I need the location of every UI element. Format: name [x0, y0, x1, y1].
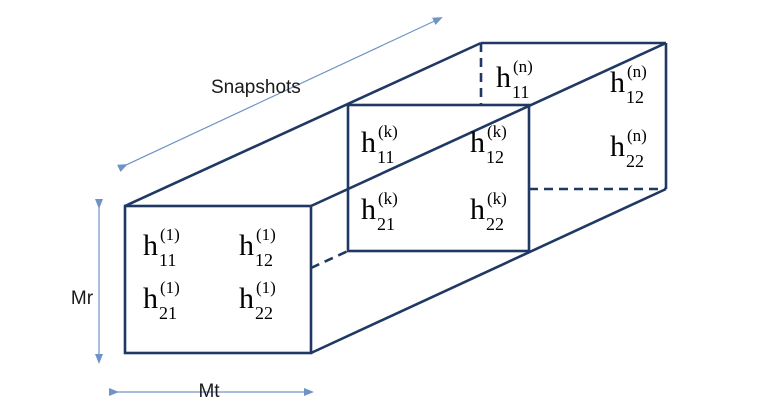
snapshots-arrow — [117, 17, 443, 173]
hidden-bottom-left-edge — [310, 249, 349, 270]
svg-text:21: 21 — [159, 303, 177, 323]
svg-text:h: h — [470, 193, 485, 226]
svg-text:(k): (k) — [487, 122, 507, 141]
svg-text:12: 12 — [486, 147, 504, 167]
middle-slice — [346, 103, 531, 253]
svg-text:h: h — [143, 282, 158, 315]
svg-text:h: h — [610, 130, 625, 163]
svg-text:(k): (k) — [487, 189, 507, 208]
entry-h11-k: h 11 (k) — [361, 122, 398, 167]
svg-text:11: 11 — [377, 147, 394, 167]
svg-text:(1): (1) — [160, 278, 180, 297]
svg-text:11: 11 — [512, 82, 529, 102]
entry-h21-k: h 21 (k) — [361, 189, 398, 234]
svg-text:(n): (n) — [627, 62, 647, 81]
svg-text:(n): (n) — [513, 57, 533, 76]
entry-h22-1: h 22 (1) — [239, 278, 276, 323]
svg-text:h: h — [239, 282, 254, 315]
entry-h22-n: h 22 (n) — [610, 126, 647, 171]
mt-label: Mt — [198, 381, 220, 402]
snapshots-label: Snapshots — [211, 77, 301, 98]
svg-text:(1): (1) — [160, 225, 180, 244]
svg-text:h: h — [361, 126, 376, 159]
bottom-right-edge — [310, 187, 667, 355]
front-face — [123, 204, 313, 355]
top-left-edge — [124, 41, 482, 208]
entry-h11-1: h 11 (1) — [143, 225, 180, 270]
entry-h22-k: h 22 (k) — [470, 189, 507, 234]
entry-h11-n: h 11 (n) — [496, 57, 533, 102]
svg-text:22: 22 — [486, 214, 504, 234]
svg-text:12: 12 — [626, 87, 644, 107]
svg-text:h: h — [470, 126, 485, 159]
svg-text:21: 21 — [377, 214, 395, 234]
svg-text:22: 22 — [626, 151, 644, 171]
svg-text:(k): (k) — [378, 189, 398, 208]
entry-h12-k: h 12 (k) — [470, 122, 507, 167]
svg-text:11: 11 — [159, 250, 176, 270]
svg-text:(k): (k) — [378, 122, 398, 141]
entry-h12-1: h 12 (1) — [239, 225, 276, 270]
svg-text:(1): (1) — [256, 278, 276, 297]
svg-text:h: h — [496, 61, 511, 94]
svg-text:22: 22 — [255, 303, 273, 323]
svg-text:(n): (n) — [627, 126, 647, 145]
svg-text:12: 12 — [255, 250, 273, 270]
svg-text:h: h — [239, 229, 254, 262]
svg-text:h: h — [610, 66, 625, 99]
mr-label: Mr — [71, 288, 94, 309]
top-right-edge — [310, 41, 667, 208]
svg-text:h: h — [361, 193, 376, 226]
svg-text:(1): (1) — [256, 225, 276, 244]
entry-h21-1: h 21 (1) — [143, 278, 180, 323]
svg-text:h: h — [143, 229, 158, 262]
entry-h12-n: h 12 (n) — [610, 62, 647, 107]
